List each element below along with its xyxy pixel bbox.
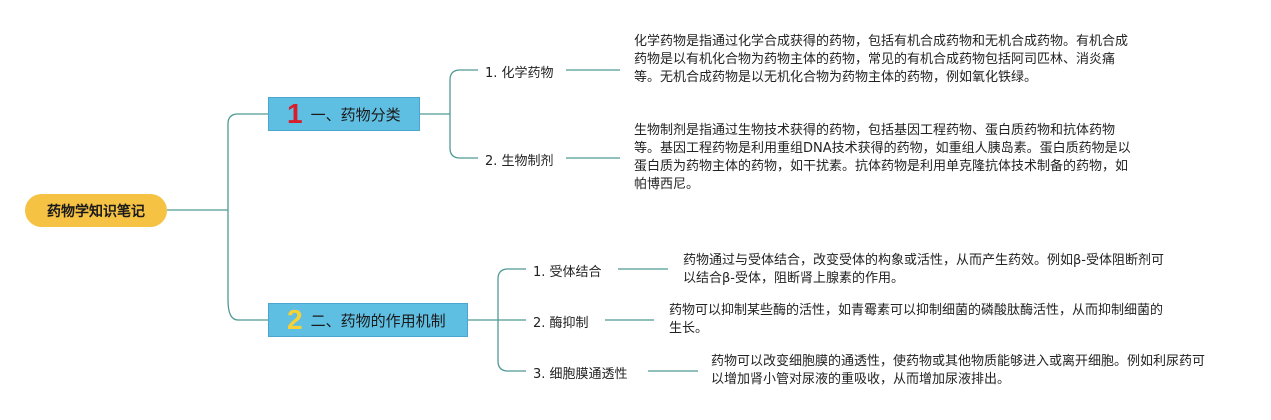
root-label: 药物学知识笔记 [47, 203, 145, 220]
subtopic-receptor-binding[interactable]: 1. 受体结合 [533, 265, 602, 280]
description-biologics: 生物制剂是指通过生物技术获得的药物，包括基因工程药物、蛋白质药物和抗体药物等。基… [634, 123, 1131, 192]
branch-label: 二、药物的作用机制 [310, 311, 446, 330]
description-chemical-drugs: 化学药物是指通过化学合成获得的药物，包括有机合成药物和无机合成药物。有机合成药物… [634, 34, 1129, 85]
description-enzyme-inhibition: 药物可以抑制某些酶的活性，如青霉素可以抑制细菌的磷酸肽酶活性，从而抑制细菌的生长… [669, 303, 1164, 336]
branch-number-badge: 1 [287, 98, 303, 129]
connector-sub-2-1 [497, 268, 526, 280]
description-receptor-binding: 药物通过与受体结合，改变受体的构象或活性，从而产生药效。例如β-受体阻断剂可以结… [683, 253, 1164, 286]
connector-sub-1-1 [449, 69, 478, 81]
description-membrane-permeability: 药物可以改变细胞膜的通透性，使药物或其他物质能够进入或离开细胞。例如利尿药可以增… [711, 354, 1206, 387]
connector-sub-1-2 [449, 147, 478, 159]
connector-branch-1 [227, 113, 268, 125]
branch-node-mechanism[interactable]: 2 二、药物的作用机制 [268, 303, 468, 337]
branch-node-drug-classification[interactable]: 1 一、药物分类 [268, 97, 420, 131]
connector-sub-2-3 [497, 360, 526, 372]
subtopic-biologics[interactable]: 2. 生物制剂 [485, 154, 554, 169]
subtopic-membrane-permeability[interactable]: 3. 细胞膜通透性 [533, 367, 628, 382]
branch-label: 一、药物分类 [310, 105, 401, 124]
subtopic-enzyme-inhibition[interactable]: 2. 酶抑制 [533, 316, 589, 331]
connector-branch-2 [227, 299, 268, 321]
root-node[interactable]: 药物学知识笔记 [25, 194, 167, 227]
subtopic-chemical-drugs[interactable]: 1. 化学药物 [485, 66, 554, 81]
branch-number-badge: 2 [287, 304, 303, 335]
